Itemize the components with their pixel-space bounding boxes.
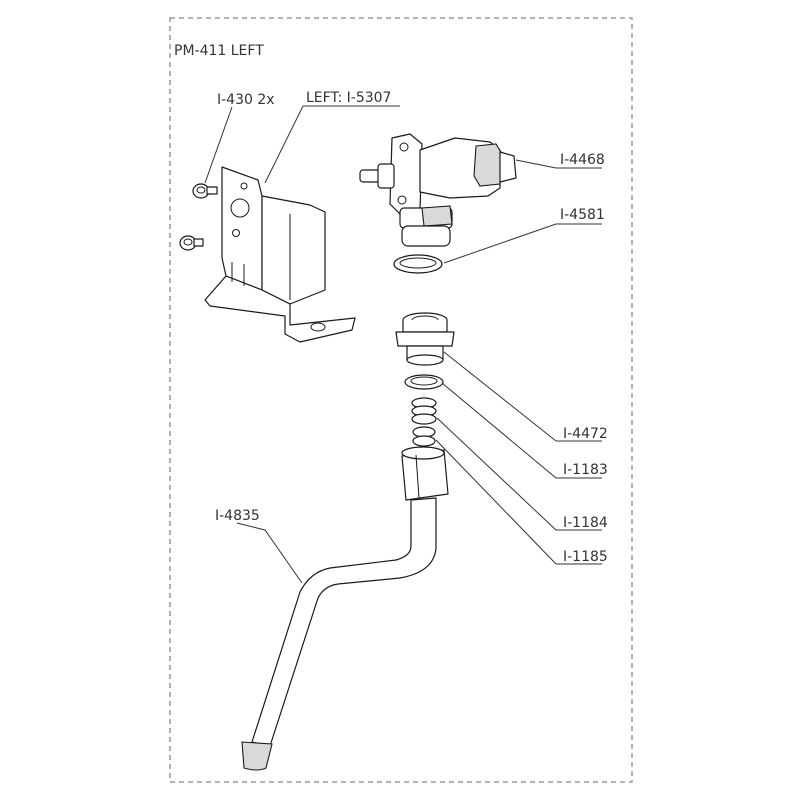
leader-i-4581	[443, 223, 557, 264]
screw-i-430-lower	[179, 235, 204, 251]
leader-i-1184	[436, 417, 557, 531]
leader-i-4835	[236, 522, 303, 584]
bracket-i-5307	[204, 166, 356, 343]
label-i-4835: I-4835	[215, 508, 260, 524]
pipe-i-4835	[241, 446, 449, 771]
label-i-1183: I-1183	[563, 462, 608, 478]
label-i-1185: I-1185	[563, 549, 608, 565]
label-i-4472: I-4472	[563, 426, 608, 442]
fitting-i-4472	[395, 312, 455, 366]
diagram-frame	[169, 17, 633, 783]
label-i-430: I-430 2x	[217, 92, 275, 108]
leader-i-430	[204, 106, 233, 184]
label-i-4468: I-4468	[560, 152, 605, 168]
leader-i-1185	[435, 439, 557, 565]
leader-i-5307	[264, 105, 304, 184]
label-i-1184: I-1184	[563, 515, 608, 531]
valve-i-4468	[359, 133, 517, 247]
leader-i-4472	[443, 351, 557, 442]
seal-i-1185	[412, 426, 436, 447]
leader-i-1183	[441, 382, 557, 479]
leader-i-4468	[515, 159, 557, 169]
washer-i-1183	[404, 374, 444, 390]
label-i-4581: I-4581	[560, 207, 605, 223]
screw-i-430-upper	[192, 183, 218, 199]
spring-i-1184	[411, 397, 437, 425]
diagram-title: PM-411 LEFT	[174, 43, 264, 59]
label-i-5307: LEFT: I-5307	[306, 90, 391, 106]
o-ring-i-4581	[393, 254, 443, 274]
